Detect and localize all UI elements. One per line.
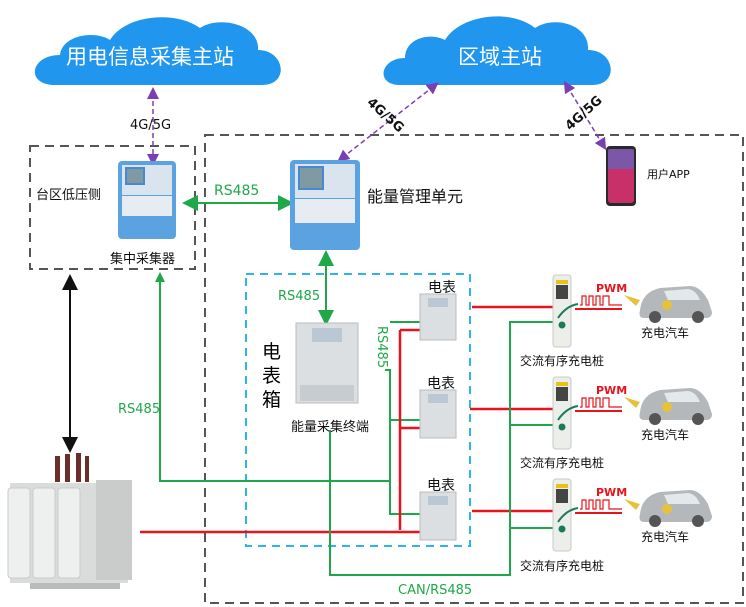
- meter-box-char: 表: [262, 365, 282, 387]
- energy-terminal-device: [295, 322, 359, 404]
- ev-car-3: [624, 490, 712, 527]
- pwm-label-2: PWM: [596, 384, 628, 397]
- concentrator-label: 集中采集器: [110, 252, 176, 267]
- meter-box-border: [245, 273, 471, 547]
- pwm-link-2: [575, 397, 622, 412]
- phone-device: [606, 146, 636, 206]
- ev-label-3: 充电汽车: [641, 530, 690, 544]
- can-rs485-bus: [329, 321, 555, 576]
- wireless-link-right: [563, 80, 607, 151]
- low-voltage-side-label: 台区低压侧: [36, 188, 102, 203]
- cloud-left: [34, 17, 281, 85]
- meter-box-label: 电 表 箱: [262, 340, 281, 412]
- pwm-label-3: PWM: [596, 486, 628, 499]
- meter-label-2: 电表: [427, 376, 455, 392]
- meter-device-1: [419, 293, 457, 341]
- rs485-label-left: RS485: [118, 402, 161, 417]
- rs485-meter-bus: [385, 369, 420, 515]
- energy-mgmt-label: 能量管理单元: [367, 187, 464, 206]
- rs485-label-top: RS485: [214, 183, 260, 199]
- charger-device-2: [552, 376, 579, 450]
- cloud-right: [383, 16, 611, 85]
- transformer-device: [7, 453, 132, 589]
- pwm-link-1: [575, 295, 622, 310]
- ev-car-1: [624, 286, 712, 323]
- wireless-link-mid: [337, 82, 439, 162]
- energy-terminal-label: 能量采集终端: [291, 420, 370, 435]
- wireless-label-left: 4G/5G: [130, 118, 172, 133]
- charger-device-3: [552, 478, 579, 552]
- rs485-link-left: [159, 276, 390, 482]
- cloud-left-title: 用电信息采集主站: [66, 45, 234, 69]
- meter-box-char: 箱: [262, 389, 282, 411]
- meter-label-3: 电表: [427, 478, 455, 494]
- can-rs485-label: CAN/RS485: [398, 583, 473, 598]
- ev-label-2: 充电汽车: [641, 428, 690, 442]
- charger-label-3: 交流有序充电桩: [520, 559, 605, 573]
- energy-mgmt-device: [290, 160, 360, 250]
- meter-device-2: [419, 389, 457, 439]
- meter-device-3: [419, 491, 457, 541]
- charger-label-1: 交流有序充电桩: [520, 354, 605, 368]
- rs485-label-vertical: RS485: [374, 326, 389, 369]
- concentrator-device: [118, 161, 176, 239]
- pwm-link-3: [575, 499, 622, 514]
- main-zone-border: [204, 134, 744, 604]
- charger-device-1: [552, 274, 579, 348]
- pwm-label-1: PWM: [596, 282, 628, 295]
- ev-car-2: [624, 388, 712, 425]
- rs485-label-mid: RS485: [278, 289, 321, 304]
- user-app-label: 用户APP: [647, 168, 690, 181]
- ev-label-1: 充电汽车: [641, 326, 690, 340]
- charger-label-2: 交流有序充电桩: [520, 456, 605, 470]
- cloud-right-title: 区域主站: [458, 45, 542, 69]
- meter-box-char: 电: [262, 341, 282, 363]
- meter-label-1: 电表: [428, 280, 456, 296]
